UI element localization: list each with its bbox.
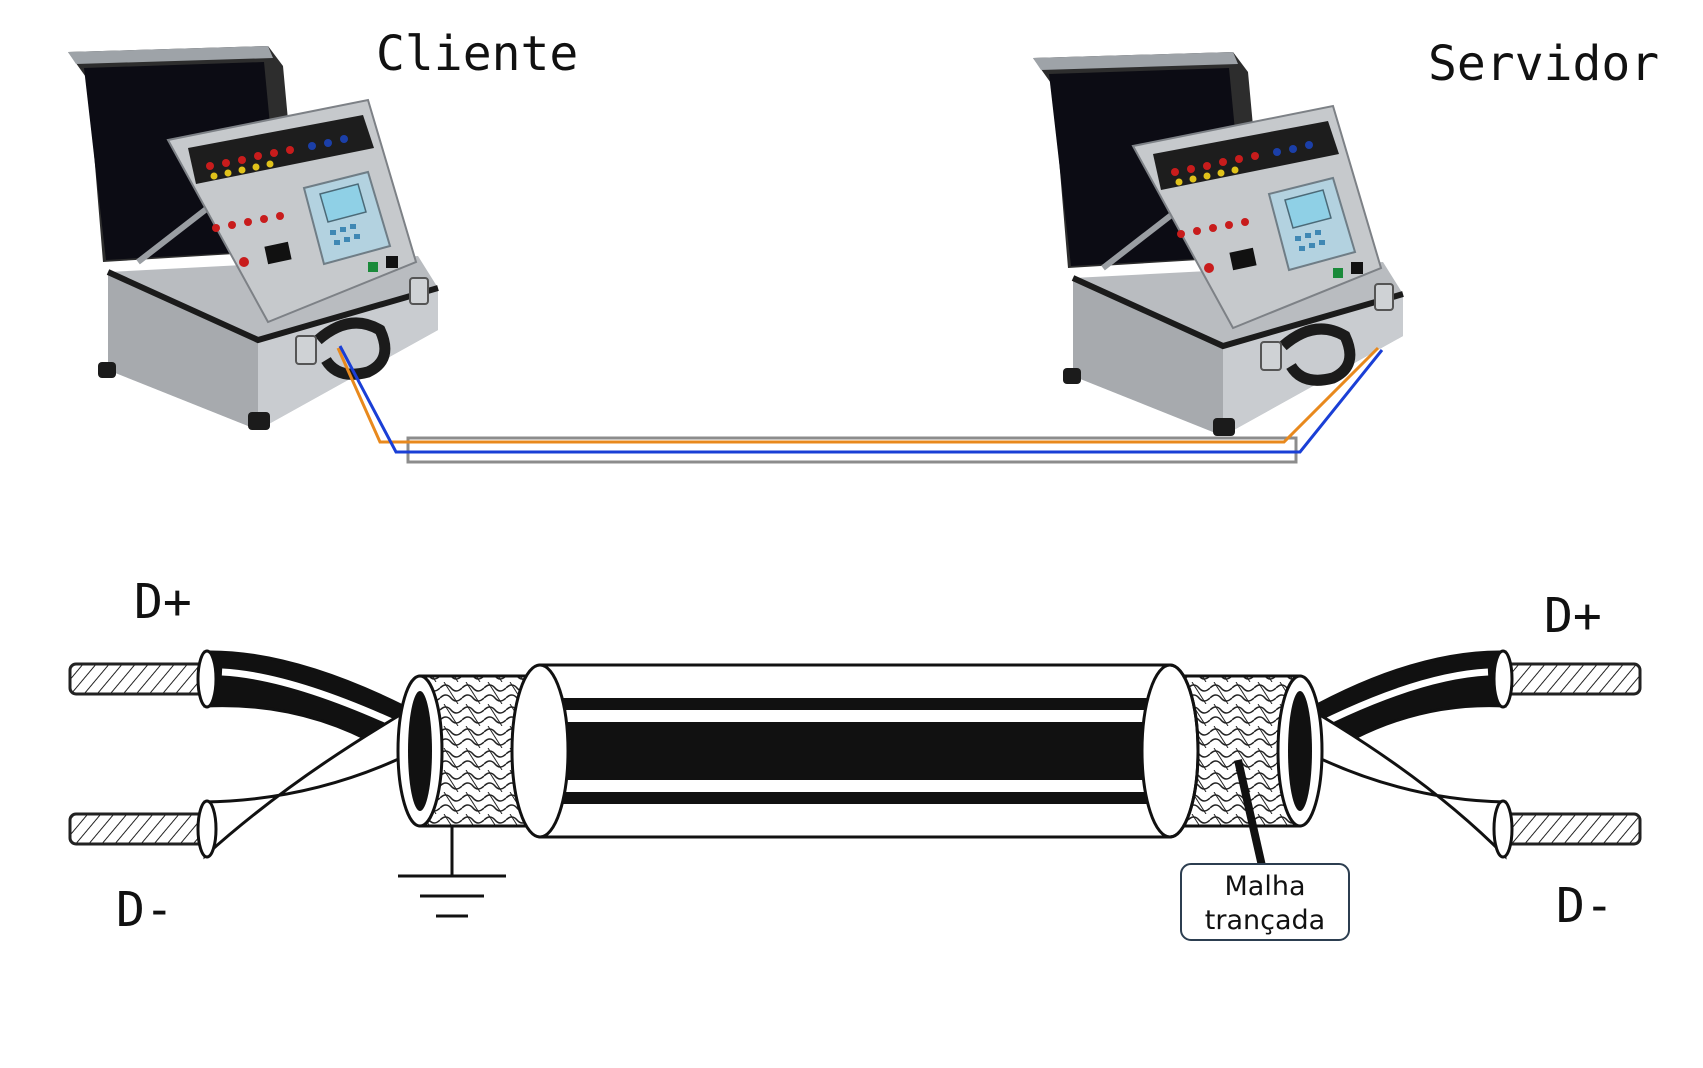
server-label: Servidor — [1428, 36, 1659, 92]
client-label: Cliente — [376, 26, 578, 82]
right-dminus-conductor — [1498, 812, 1642, 846]
right-dplus-conductor — [1498, 662, 1642, 696]
braid-callout-pointer — [1234, 759, 1266, 867]
cable-jacket — [406, 436, 1298, 464]
braid-label-line1: Malha — [1225, 871, 1306, 902]
left-dplus-label: D+ — [134, 574, 192, 630]
wire-orange — [336, 346, 1380, 444]
left-dplus-conductor — [68, 662, 212, 696]
wire-blue — [338, 345, 1384, 454]
ground-icon — [398, 826, 506, 918]
outer-jacket — [510, 663, 1200, 839]
left-dminus-conductor — [68, 812, 212, 846]
client-device-icon — [68, 46, 438, 430]
braid-label-line2: trançada — [1205, 905, 1325, 936]
right-dplus-label: D+ — [1544, 588, 1602, 644]
left-dminus-label: D- — [116, 882, 174, 938]
braid-callout-box — [1180, 863, 1350, 941]
right-dminus-label: D- — [1556, 878, 1614, 934]
